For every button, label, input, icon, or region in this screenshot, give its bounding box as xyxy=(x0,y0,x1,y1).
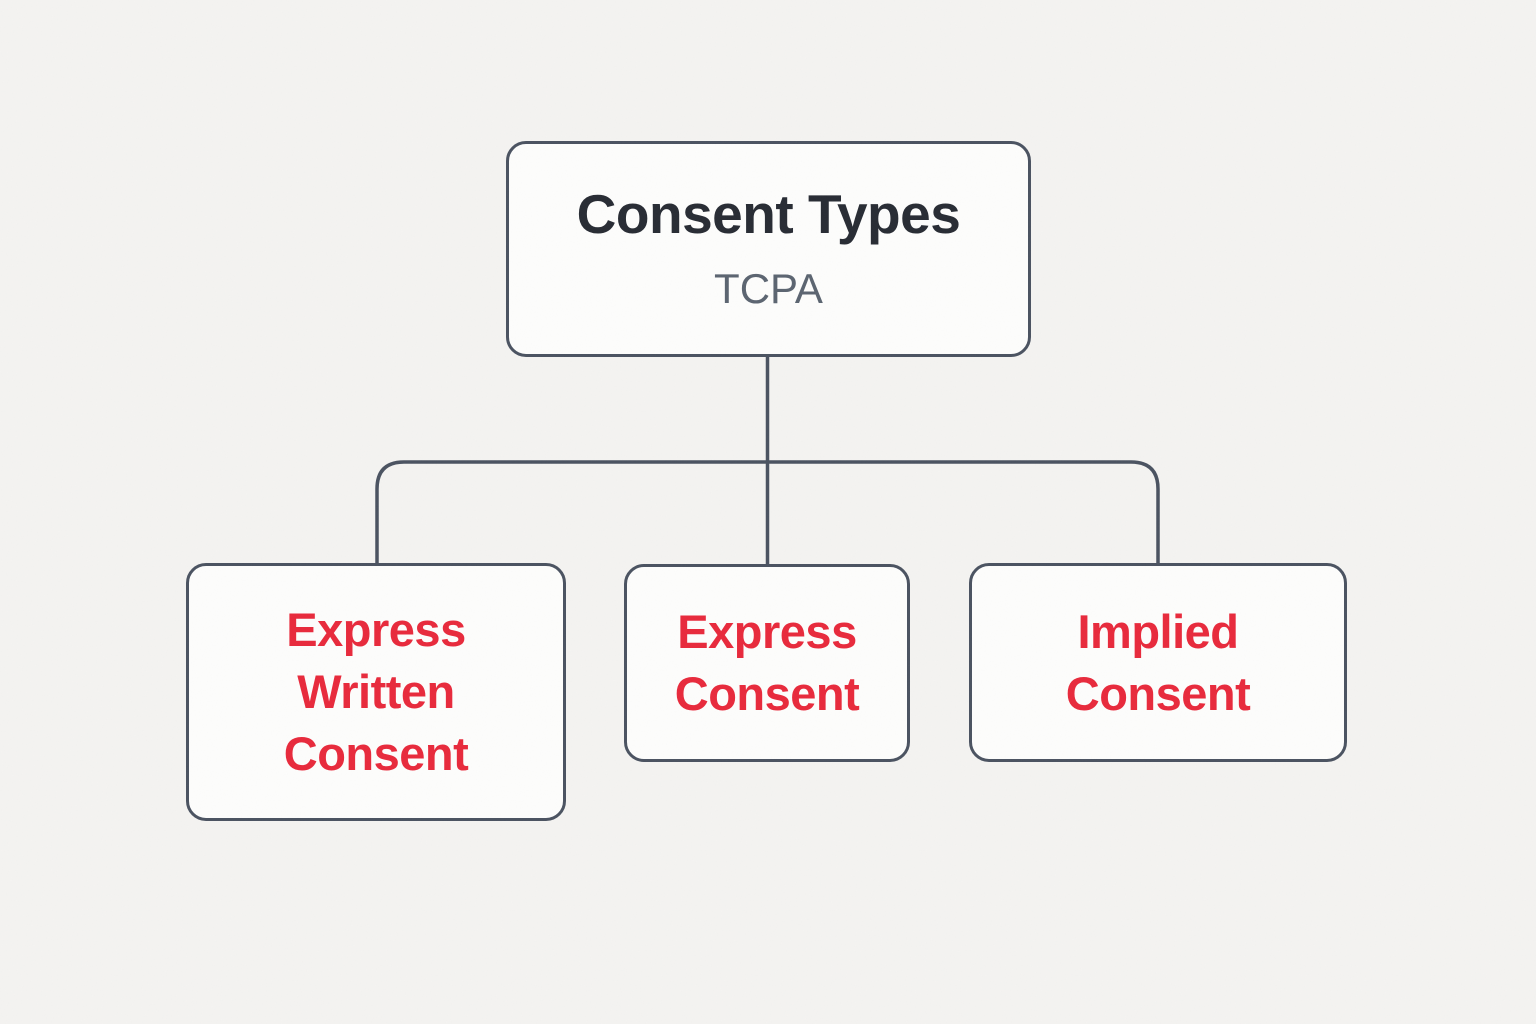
node-label: Express Consent xyxy=(674,605,860,720)
node-express-written-consent: Express Written Consent xyxy=(186,563,566,821)
node-implied-consent: Implied Consent xyxy=(969,563,1347,762)
node-label: Express Written Consent xyxy=(283,603,469,780)
node-title: Consent Types xyxy=(576,183,961,245)
node-label: Implied Consent xyxy=(1065,604,1251,720)
node-express-consent: Express Consent xyxy=(624,564,910,762)
node-consent-types: Consent Types TCPA xyxy=(506,141,1031,357)
node-subtitle: TCPA xyxy=(714,265,823,312)
